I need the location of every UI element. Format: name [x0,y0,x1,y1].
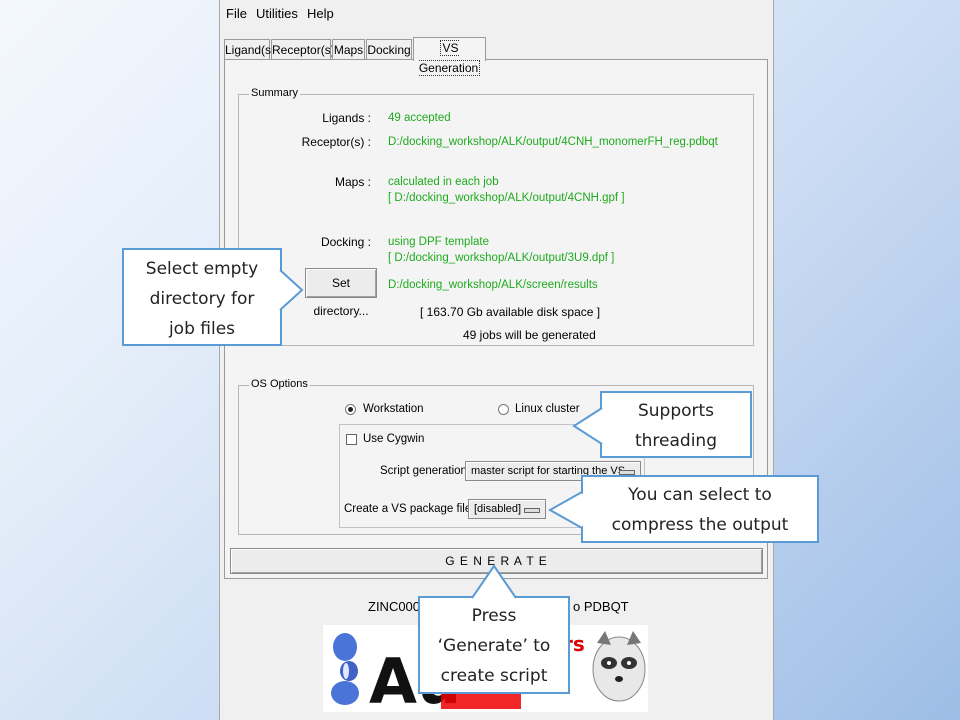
maps-value-line1: calculated in each job [388,176,499,188]
receptors-label: Receptor(s) : [301,135,371,149]
tab-docking-label: Docking [367,43,411,57]
status-text-left: ZINC0002 [368,599,428,614]
callout-line: create script [440,666,548,686]
linux-cluster-radio[interactable] [498,404,509,415]
script-generation-value: master script for starting the VS [471,465,626,477]
summary-title: Summary [249,87,301,99]
callout-select-directory: Select empty directory for job files [122,248,282,346]
script-generation-label: Script generation [380,465,467,477]
disk-space-text: [ 163.70 Gb available disk space ] [420,305,601,319]
receptors-value: D:/docking_workshop/ALK/output/4CNH_mono… [388,136,718,148]
status-text-right: o PDBQT [573,599,629,614]
callout-line: Supports [637,401,715,421]
docking-label: Docking : [320,235,371,249]
maps-value-line2: [ D:/docking_workshop/ALK/output/4CNH.gp… [388,192,625,204]
tab-maps-label: Maps [333,43,364,57]
tab-vs-generation-label: VS Generation [418,40,481,76]
set-directory-button[interactable]: Set directory... [305,268,377,318]
menu-utilities[interactable]: Utilities [256,6,298,21]
ligands-value: 49 accepted [388,112,451,124]
callout-select-directory-arrow [277,269,304,311]
callout-line: directory for [149,289,255,309]
tab-ligands[interactable]: Ligand(s) [224,39,275,59]
tab-receptors[interactable]: Receptor(s) [271,39,335,59]
menu-bar: File Utilities Help [220,0,773,26]
tab-maps[interactable]: Maps [332,39,365,59]
menu-help[interactable]: Help [307,6,334,21]
callout-compress-arrow [547,491,584,529]
autodock-logo-art: Au rs [331,631,646,718]
maps-label: Maps : [334,175,371,189]
callout-compress: You can select to compress the output [581,475,819,543]
callout-line: compress the output [611,515,789,535]
os-options-group: OS Options Workstation Linux cluster Use… [238,378,754,535]
callout-line: You can select to [628,485,772,505]
workstation-settings-box: Use Cygwin Script generation master scri… [339,424,645,528]
vs-package-label: Create a VS package file [344,503,472,515]
vs-package-value: [disabled] [474,503,522,515]
use-cygwin-checkbox[interactable] [346,434,357,445]
linux-cluster-label: Linux cluster [515,403,580,415]
callout-generate: Press ‘Generate’ to create script [418,596,570,694]
tab-ligands-label: Ligand(s) [225,43,276,57]
raccoon-icon [592,631,646,702]
callout-generate-arrow [471,564,517,600]
os-options-title: OS Options [249,378,310,390]
dropdown-indicator-icon [524,508,540,513]
radio-selected-dot [348,407,353,412]
callout-line: job files [168,319,236,339]
callout-threading-arrow [572,407,604,445]
callout-line: Press [471,606,517,626]
tab-vs-generation[interactable]: VS Generation [413,37,486,76]
set-directory-label: Set directory... [313,276,369,318]
callout-line: threading [634,431,717,451]
menu-file[interactable]: File [226,6,247,21]
directory-value: D:/docking_workshop/ALK/screen/results [388,279,598,291]
dropdown-indicator-icon [619,470,635,475]
jobs-count-text: 49 jobs will be generated [463,328,596,342]
workstation-radio[interactable] [345,404,356,415]
tab-receptors-label: Receptor(s) [272,43,335,57]
callout-line: Select empty [145,259,259,279]
generate-label: G E N E R A T E [445,554,548,568]
callout-threading: Supports threading [600,391,752,458]
workstation-label: Workstation [363,403,424,415]
use-cygwin-label: Use Cygwin [363,433,425,445]
callout-line: ‘Generate’ to [437,636,551,656]
ligands-label: Ligands : [322,111,371,125]
docking-value-line1: using DPF template [388,236,489,248]
vs-package-dropdown[interactable]: [disabled] [468,499,546,519]
summary-group: Summary Ligands : 49 accepted Receptor(s… [238,87,754,346]
tab-docking[interactable]: Docking [366,39,412,59]
docking-value-line2: [ D:/docking_workshop/ALK/output/3U9.dpf… [388,252,615,264]
